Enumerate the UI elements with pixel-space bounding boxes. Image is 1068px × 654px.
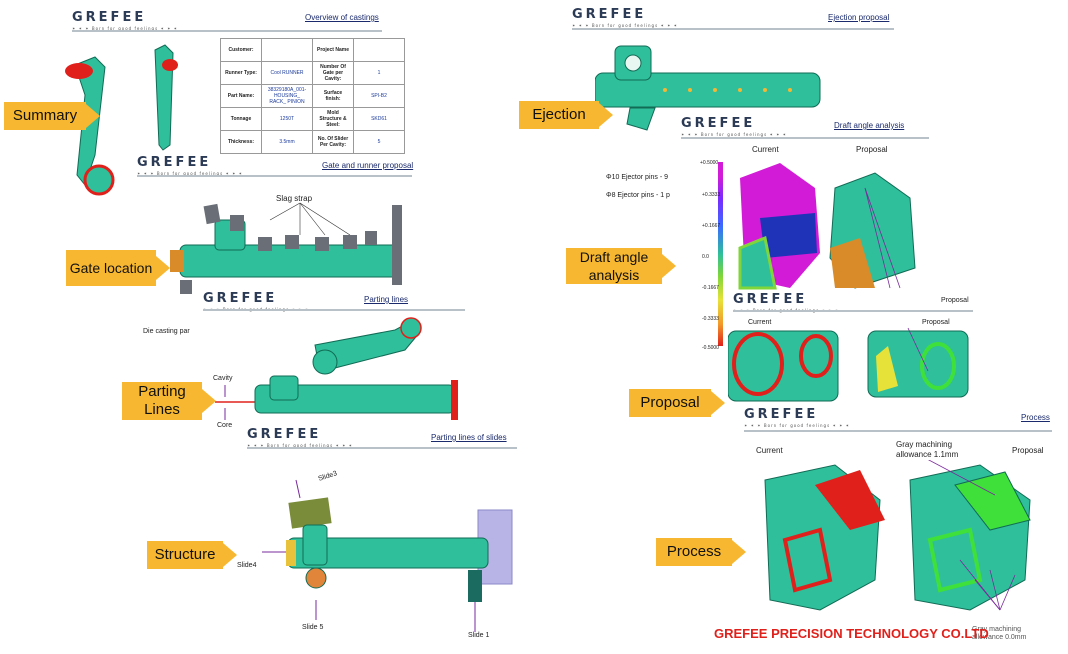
- ejection-image: [595, 45, 821, 131]
- tag-proposal: Proposal: [629, 389, 711, 417]
- divider: [203, 309, 465, 311]
- logo-overview: GREFEE ✶ ✶ ✶ Born for good feelings ✶ ✶ …: [72, 10, 179, 31]
- slide-title-process: Process: [1021, 413, 1050, 422]
- slide5-label: Slide 5: [302, 624, 324, 631]
- draft-scale-bar: [718, 162, 723, 346]
- process-proposal-label: Proposal: [1012, 446, 1044, 455]
- divider: [733, 310, 973, 312]
- process-image: [764, 460, 1031, 611]
- core-label: Core: [217, 422, 233, 429]
- scale-tick: -0.1667: [702, 285, 719, 291]
- slag-strap-label: Slag strap: [276, 194, 313, 203]
- tag-process: Process: [656, 538, 732, 566]
- table-row: Part Name:38329180A_001-HOUSING_ RACK_ P…: [220, 84, 405, 108]
- slide-title-draft: Draft angle analysis: [834, 121, 905, 130]
- logo-ejection: GREFEE ✶ ✶ ✶ Born for good feelings ✶ ✶ …: [572, 7, 679, 28]
- divider: [572, 28, 894, 30]
- draft-proposal-label: Proposal: [856, 145, 888, 154]
- slide-title-gate-runner: Gate and runner proposal: [322, 161, 414, 170]
- slide1-label: Slide 1: [468, 632, 490, 639]
- slide-title-ejection: Ejection proposal: [828, 13, 890, 22]
- table-row: Thickness:3.5mm No. Of Slider Per Cavity…: [220, 130, 405, 154]
- divider: [137, 175, 412, 177]
- tag-draft-angle: Draft angle analysis: [566, 248, 662, 284]
- ejector8-label: Φ8 Ejector pins - 1 p: [606, 192, 670, 199]
- divider: [247, 447, 517, 449]
- draft-current-label: Current: [752, 145, 779, 154]
- slide-title-overview: Overview of castings: [305, 13, 379, 22]
- spec-table: Customer: Project Name Runner Type:Cool …: [220, 38, 405, 154]
- divider: [72, 30, 382, 32]
- scale-tick: -0.5000: [702, 345, 719, 351]
- die-casting-label: Die casting par: [143, 328, 190, 335]
- slide-title-parting-slides: Parting lines of slides: [431, 433, 507, 442]
- process-current-label: Current: [756, 446, 783, 455]
- tag-structure: Structure: [147, 541, 223, 569]
- tag-gate-location: Gate location: [66, 250, 156, 286]
- structure-image: [262, 479, 513, 632]
- proposal-proposal-label: Proposal: [922, 319, 950, 326]
- gray-allowance-2-label: Gray machining allowance 0.0mm: [972, 626, 1027, 641]
- tag-parting-lines: Parting Lines: [122, 382, 202, 420]
- slide-title-parting-lines: Parting lines: [364, 295, 409, 304]
- proposal-image: [728, 327, 969, 402]
- table-row: Runner Type:Cool RUNNER Number Of Gate p…: [220, 61, 405, 85]
- scale-tick: 0.0: [702, 254, 709, 260]
- draft-analysis-image: [738, 163, 916, 290]
- slide4-label: Slide4: [237, 562, 257, 569]
- logo-structure: GREFEE ✶ ✶ ✶ Born for good feelings ✶ ✶ …: [247, 427, 354, 448]
- scale-tick: +0.3333: [702, 192, 721, 198]
- cavity-label: Cavity: [213, 375, 233, 382]
- logo-process: GREFEE ✶ ✶ ✶ Born for good feelings ✶ ✶ …: [744, 407, 851, 428]
- ejector10-label: Φ10 Ejector pins - 9: [606, 174, 669, 181]
- scale-tick: +0.1667: [702, 223, 721, 229]
- divider: [744, 430, 1052, 432]
- logo-gate: GREFEE ✶ ✶ ✶ Born for good feelings ✶ ✶ …: [137, 155, 244, 176]
- proposal-current-label: Current: [748, 319, 772, 326]
- divider: [681, 137, 929, 139]
- gate-runner-image: [170, 202, 402, 294]
- tag-summary: Summary: [4, 102, 86, 130]
- scale-tick: -0.3333: [702, 316, 719, 322]
- company-name: GREFEE PRECISION TECHNOLOGY CO.LTD: [714, 626, 989, 641]
- table-row: Customer: Project Name: [220, 38, 405, 62]
- gray-allowance-label: Gray machining allowance 1.1mm: [896, 440, 959, 459]
- tag-ejection: Ejection: [519, 101, 599, 129]
- parting-lines-image: [215, 317, 458, 420]
- scale-tick: +0.5000: [700, 160, 719, 166]
- slide-title-proposal: Proposal: [941, 297, 969, 304]
- logo-draft: GREFEE ✶ ✶ ✶ Born for good feelings ✶ ✶ …: [681, 116, 788, 137]
